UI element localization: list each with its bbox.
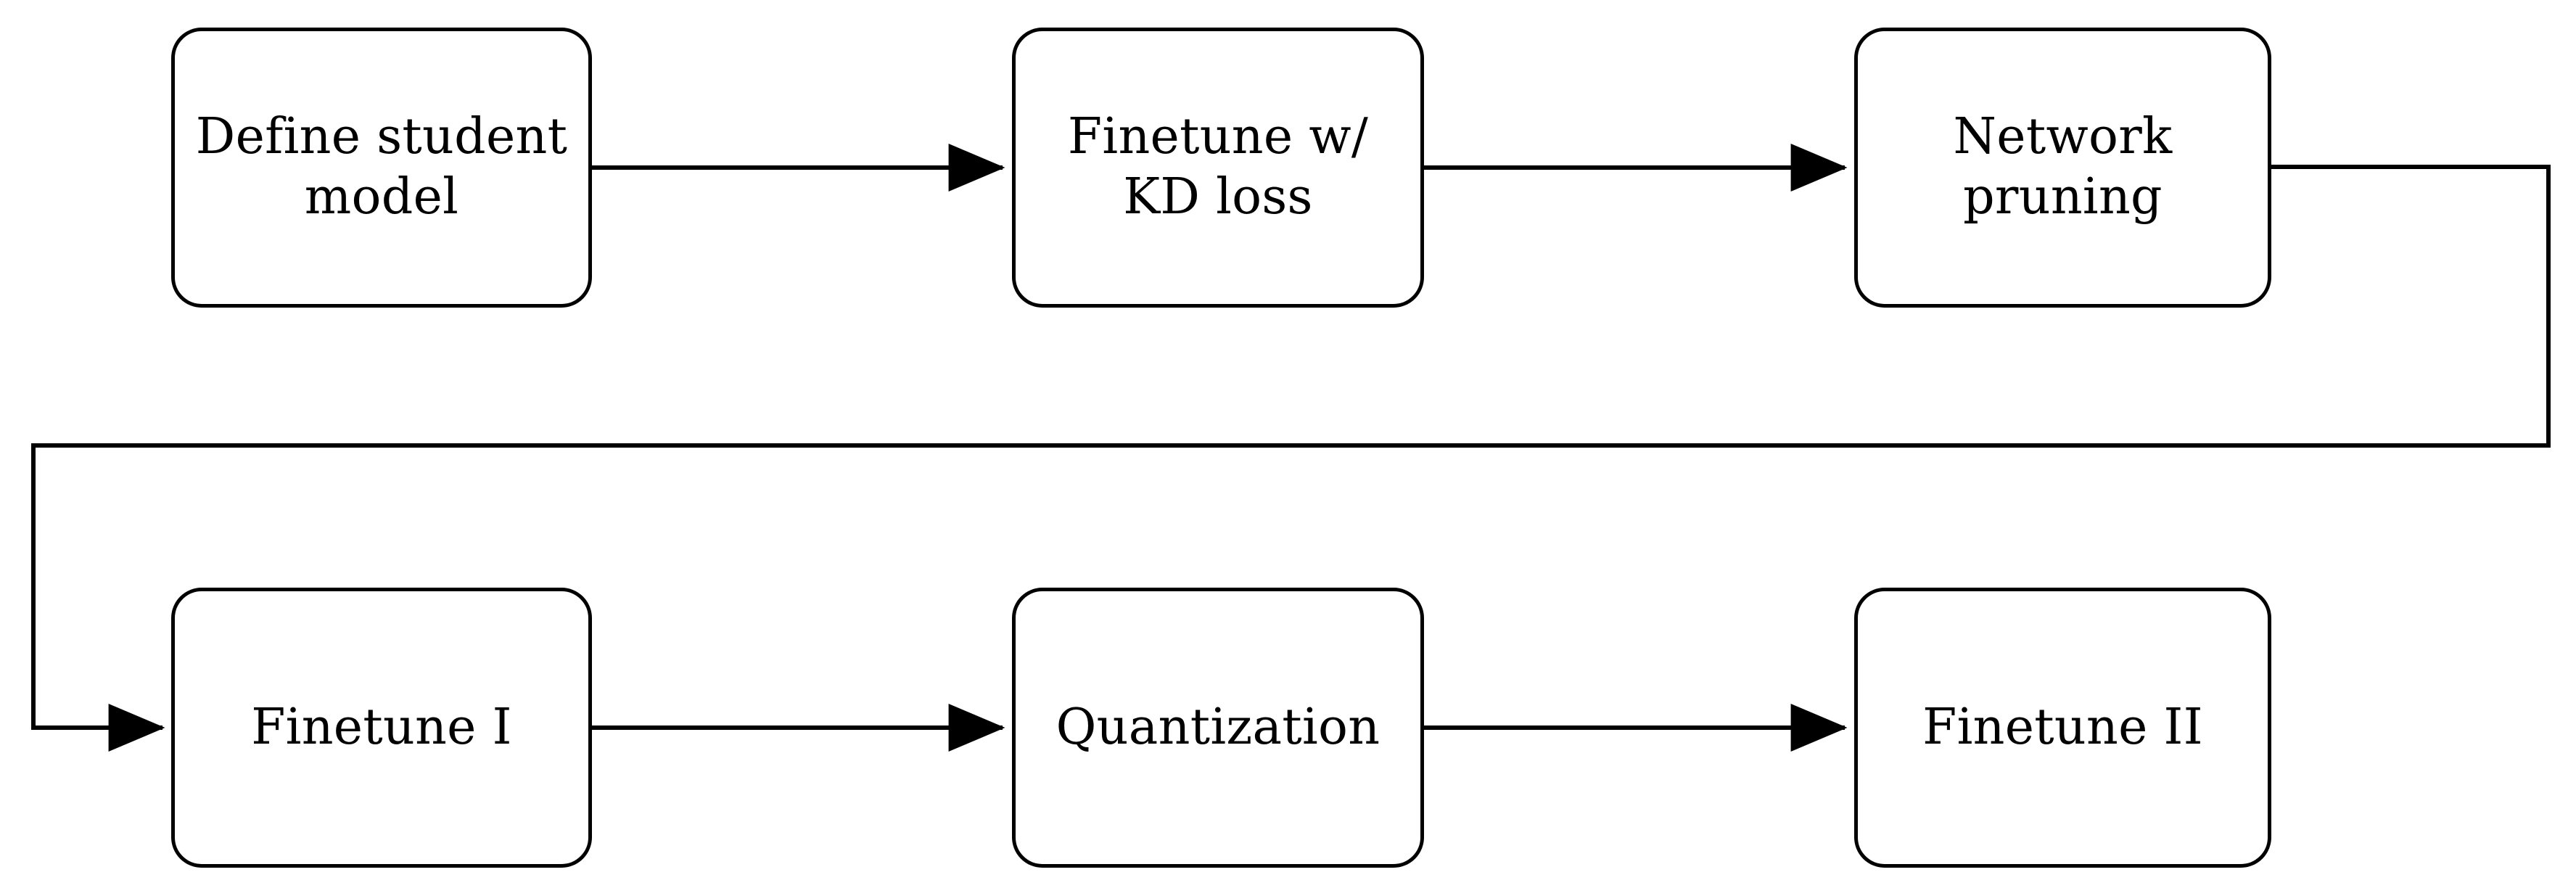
node-finetune-i[interactable]: Finetune I: [171, 588, 592, 868]
node-network-pruning[interactable]: Network pruning: [1854, 28, 2271, 308]
node-label-finetune-ii: Finetune II: [1922, 698, 2203, 756]
connector-pruning-to-finetune-i: [31, 165, 2551, 752]
node-label-finetune-i: Finetune I: [251, 698, 512, 756]
node-finetune-ii[interactable]: Finetune II: [1854, 588, 2271, 868]
node-finetune-kd-loss[interactable]: Finetune w/ KD loss: [1012, 28, 1424, 308]
node-label-define-student-model: Define student model: [195, 108, 568, 226]
node-define-student-model[interactable]: Define student model: [171, 28, 592, 308]
node-label-network-pruning: Network pruning: [1953, 108, 2173, 226]
node-label-quantization: Quantization: [1055, 698, 1380, 756]
node-quantization[interactable]: Quantization: [1012, 588, 1424, 868]
node-label-finetune-kd-loss: Finetune w/ KD loss: [1067, 108, 1369, 226]
